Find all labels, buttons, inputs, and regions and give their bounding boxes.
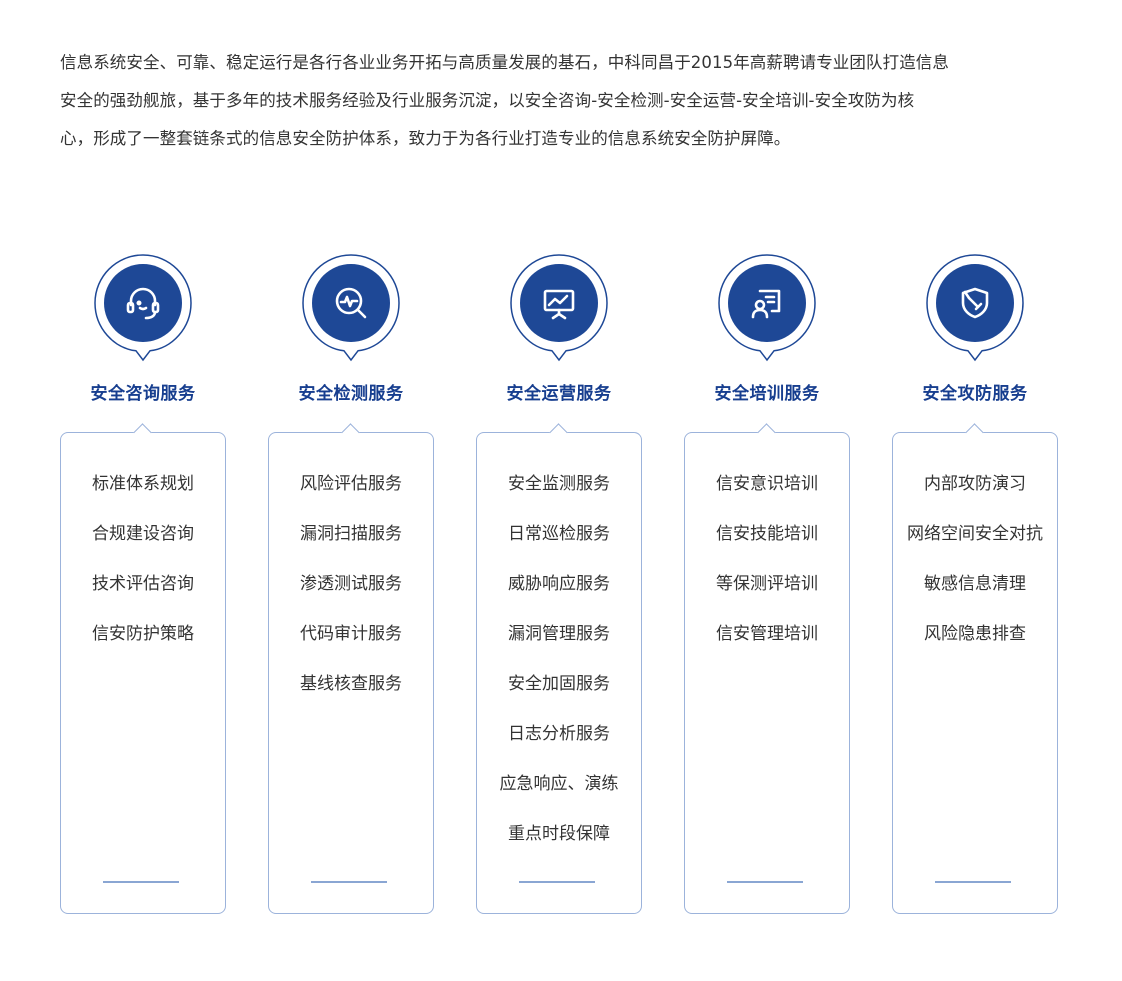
service-item: 信安防护策略 bbox=[92, 624, 194, 644]
service-item: 风险隐患排查 bbox=[924, 624, 1026, 644]
service-item: 基线核查服务 bbox=[300, 674, 402, 694]
intro-line: 心，形成了一整套链条式的信息安全防护体系，致力于为各行业打造专业的信息系统安全防… bbox=[60, 129, 791, 148]
service-item: 技术评估咨询 bbox=[92, 574, 194, 594]
monitor-chart-icon bbox=[510, 254, 608, 362]
service-item: 代码审计服务 bbox=[300, 624, 402, 644]
service-item: 内部攻防演习 bbox=[924, 474, 1026, 494]
service-title: 安全运营服务 bbox=[506, 384, 612, 404]
card-divider bbox=[935, 881, 1011, 883]
service-column-offense-defense: 安全攻防服务 内部攻防演习 网络空间安全对抗 敏感信息清理 风险隐患排查 bbox=[892, 254, 1058, 914]
service-item: 信安意识培训 bbox=[716, 474, 818, 494]
service-item: 渗透测试服务 bbox=[300, 574, 402, 594]
service-card: 安全监测服务 日常巡检服务 威胁响应服务 漏洞管理服务 安全加固服务 日志分析服… bbox=[476, 423, 642, 914]
service-item-list: 风险评估服务 漏洞扫描服务 渗透测试服务 代码审计服务 基线核查服务 bbox=[269, 433, 433, 709]
service-item: 日常巡检服务 bbox=[508, 524, 610, 544]
service-item: 信安管理培训 bbox=[716, 624, 818, 644]
service-item: 安全监测服务 bbox=[508, 474, 610, 494]
service-title: 安全培训服务 bbox=[714, 384, 820, 404]
service-item: 重点时段保障 bbox=[508, 824, 610, 844]
service-title: 安全咨询服务 bbox=[90, 384, 196, 404]
service-item-list: 标准体系规划 合规建设咨询 技术评估咨询 信安防护策略 bbox=[61, 433, 225, 659]
service-item: 合规建设咨询 bbox=[92, 524, 194, 544]
service-card: 信安意识培训 信安技能培训 等保测评培训 信安管理培训 bbox=[684, 423, 850, 914]
service-item: 标准体系规划 bbox=[92, 474, 194, 494]
service-title: 安全检测服务 bbox=[298, 384, 404, 404]
card-divider bbox=[103, 881, 179, 883]
service-card: 标准体系规划 合规建设咨询 技术评估咨询 信安防护策略 bbox=[60, 423, 226, 914]
service-item: 风险评估服务 bbox=[300, 474, 402, 494]
intro-line: 安全的强劲舰旅，基于多年的技术服务经验及行业服务沉淀，以安全咨询-安全检测-安全… bbox=[60, 91, 915, 110]
service-item: 日志分析服务 bbox=[508, 724, 610, 744]
trainer-board-icon bbox=[718, 254, 816, 362]
card-divider bbox=[727, 881, 803, 883]
service-item-list: 安全监测服务 日常巡检服务 威胁响应服务 漏洞管理服务 安全加固服务 日志分析服… bbox=[477, 433, 641, 859]
card-divider bbox=[311, 881, 387, 883]
service-card: 风险评估服务 漏洞扫描服务 渗透测试服务 代码审计服务 基线核查服务 bbox=[268, 423, 434, 914]
service-item: 敏感信息清理 bbox=[924, 574, 1026, 594]
intro-line: 信息系统安全、可靠、稳定运行是各行各业业务开拓与高质量发展的基石，中科同昌于20… bbox=[60, 53, 949, 72]
service-item-list: 内部攻防演习 网络空间安全对抗 敏感信息清理 风险隐患排查 bbox=[893, 433, 1057, 659]
service-column-testing: 安全检测服务 风险评估服务 漏洞扫描服务 渗透测试服务 代码审计服务 基线核查服… bbox=[268, 254, 434, 914]
headset-icon bbox=[94, 254, 192, 362]
service-item: 威胁响应服务 bbox=[508, 574, 610, 594]
shield-sword-icon bbox=[926, 254, 1024, 362]
service-item-list: 信安意识培训 信安技能培训 等保测评培训 信安管理培训 bbox=[685, 433, 849, 659]
service-column-training: 安全培训服务 信安意识培训 信安技能培训 等保测评培训 信安管理培训 bbox=[684, 254, 850, 914]
service-item: 漏洞管理服务 bbox=[508, 624, 610, 644]
service-item: 应急响应、演练 bbox=[499, 774, 619, 794]
card-divider bbox=[519, 881, 595, 883]
service-card: 内部攻防演习 网络空间安全对抗 敏感信息清理 风险隐患排查 bbox=[892, 423, 1058, 914]
service-column-operations: 安全运营服务 安全监测服务 日常巡检服务 威胁响应服务 漏洞管理服务 安全加固服… bbox=[476, 254, 642, 914]
search-pulse-icon bbox=[302, 254, 400, 362]
service-title: 安全攻防服务 bbox=[922, 384, 1028, 404]
service-column-consulting: 安全咨询服务 标准体系规划 合规建设咨询 技术评估咨询 信安防护策略 bbox=[60, 254, 226, 914]
service-item: 安全加固服务 bbox=[508, 674, 610, 694]
service-item: 等保测评培训 bbox=[716, 574, 818, 594]
service-item: 漏洞扫描服务 bbox=[300, 524, 402, 544]
service-item: 信安技能培训 bbox=[716, 524, 818, 544]
intro-paragraph: 信息系统安全、可靠、稳定运行是各行各业业务开拓与高质量发展的基石，中科同昌于20… bbox=[60, 44, 1085, 158]
service-item: 网络空间安全对抗 bbox=[907, 524, 1043, 544]
